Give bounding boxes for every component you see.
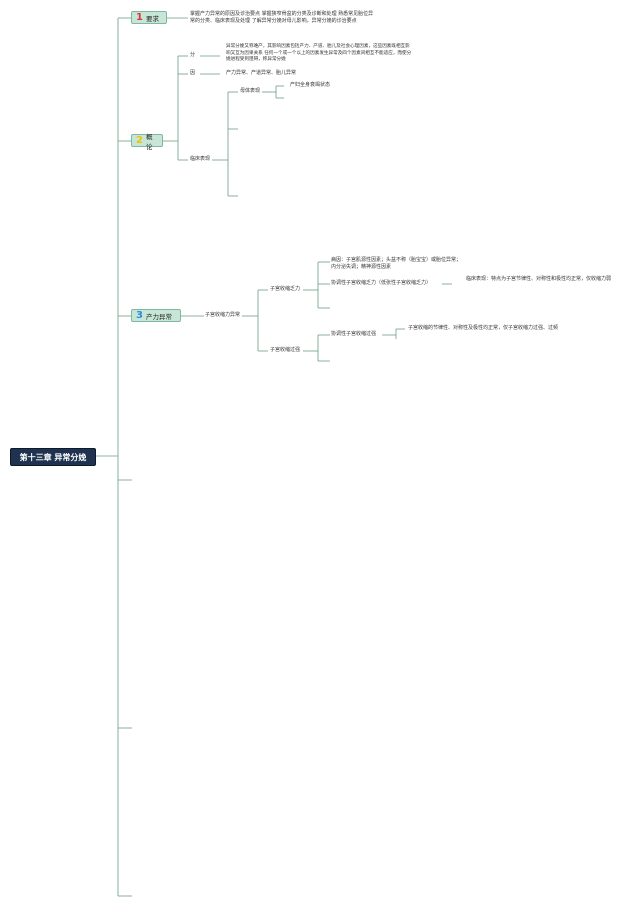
overview-maternal-leaf: 产妇全身衰竭状态 bbox=[290, 82, 331, 88]
topic-label: 要求 bbox=[145, 14, 159, 23]
coordinated-hypercontractility: 协调性子宫收缩过强 bbox=[331, 331, 377, 337]
overview-definition-label: 分 bbox=[190, 52, 196, 58]
coordinated-inertia-clinical: 临床表现：特点为子宫节律性、对称性和极性均正常，仅收缩力弱 bbox=[466, 276, 612, 282]
uterine-contraction-abnormality: 子宫收缩力异常 bbox=[205, 312, 241, 318]
coordinated-inertia: 协调性子宫收缩乏力（低张性子宫收缩乏力） bbox=[331, 280, 432, 286]
overview-maternal-label: 母体表现 bbox=[240, 88, 261, 94]
topic-number: 1 bbox=[136, 12, 143, 23]
topic-overview[interactable]: 2 概论 bbox=[131, 133, 163, 151]
topic-number: 3 bbox=[136, 310, 143, 321]
uterine-hypercontractility: 子宫收缩过强 bbox=[270, 347, 301, 353]
root-node[interactable]: 第十三章 异常分娩 bbox=[10, 448, 96, 466]
overview-clinical-label: 临床表现 bbox=[190, 156, 211, 162]
topic-label: 概论 bbox=[145, 132, 153, 151]
overview-cause-text: 产力异常、产道异常、胎儿异常 bbox=[226, 70, 297, 76]
coordinated-hypercontractility-text: 子宫收缩的节律性、对称性及极性均正常，仅子宫收缩力过强、过频 bbox=[408, 325, 559, 331]
root-label: 第十三章 异常分娩 bbox=[19, 452, 87, 462]
topic-requirements[interactable]: 1 要求 bbox=[131, 11, 167, 24]
topic-labor-force-abnormality[interactable]: 3 产力异常 bbox=[131, 309, 181, 322]
overview-cause-label: 因 bbox=[190, 70, 196, 76]
requirements-text: 掌握产力异常的原因及诊治要点 掌握狭窄骨盆的分类及诊断和处理 熟悉常见胎位异常的… bbox=[190, 11, 374, 25]
overview-definition-text: 异常分娩又称难产，其影响因素包括产力、产道、胎儿及社会心理因素，这些因素既相互影… bbox=[226, 44, 412, 63]
uterine-inertia: 子宫收缩乏力 bbox=[270, 286, 301, 292]
topic-number: 2 bbox=[136, 135, 143, 146]
topic-label: 产力异常 bbox=[145, 312, 172, 321]
uterine-inertia-cause: 病因：子宫肌源性因素；头盆不称（胎宝宝）或胎位异常；内分泌失调；精神源性因素 bbox=[331, 257, 462, 271]
